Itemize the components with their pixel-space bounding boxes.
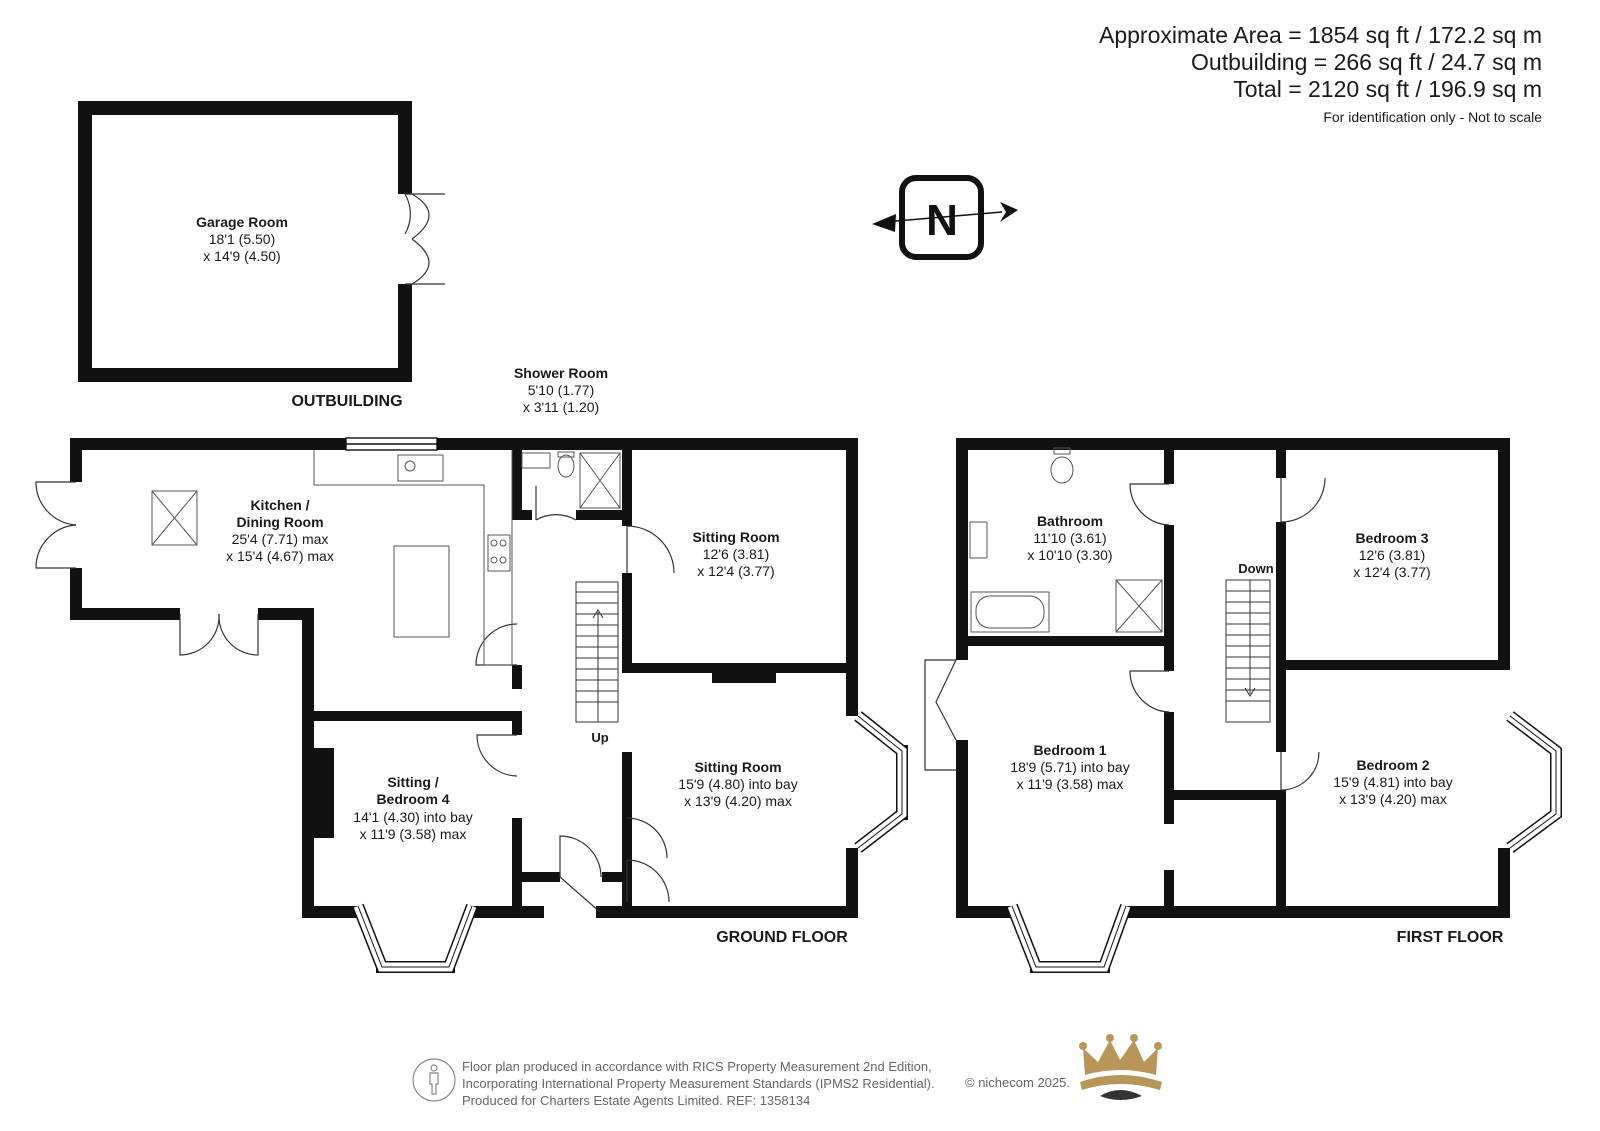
footer-text: Floor plan produced in accordance with R… [462, 1058, 935, 1109]
first-floor-label: FIRST FLOOR [1397, 929, 1504, 946]
shower-fittings [521, 451, 621, 509]
copyright-text: © nichecom 2025. [965, 1075, 1070, 1090]
north-compass-icon: N [872, 175, 1018, 260]
crown-logo [1079, 1034, 1162, 1100]
bathroom-fittings [969, 447, 1163, 633]
sitting-room-front-dim1: 12'6 (3.81) [703, 546, 770, 562]
sitting-room-bay-dim2: x 13'9 (4.20) max [684, 793, 792, 809]
total-area: Total = 2120 sq ft / 196.9 sq m [1233, 76, 1542, 102]
bedroom3-name: Bedroom 3 [1355, 530, 1428, 546]
ground-floor-walls [70, 438, 908, 973]
footer-line-1: Floor plan produced in accordance with R… [462, 1059, 932, 1074]
bedroom3-dim2: x 12'4 (3.77) [1353, 564, 1430, 580]
bedroom4-name-line1: Sitting / [387, 774, 438, 790]
first-stairs-label: Down [1238, 561, 1273, 576]
bedroom1-dim2: x 11'9 (3.58) max [1017, 776, 1124, 792]
compass-letter: N [926, 196, 958, 245]
ground-floor-doors [35, 481, 675, 913]
outbuilding-label: OUTBUILDING [291, 393, 402, 410]
shower-room-dim1: 5'10 (1.77) [528, 382, 595, 398]
area-summary: Approximate Area = 1854 sq ft / 172.2 sq… [1099, 22, 1542, 125]
approximate-area: Approximate Area = 1854 sq ft / 172.2 sq… [1098, 22, 1542, 48]
garage-room-dim1: 18'1 (5.50) [209, 231, 276, 247]
person-icon [412, 1058, 456, 1102]
kitchen-name-line2: Dining Room [236, 514, 323, 530]
bedroom1-dim1: 18'9 (5.71) into bay [1010, 759, 1129, 775]
bathroom-dim1: 11'10 (3.61) [1033, 530, 1106, 546]
kitchen-name-line1: Kitchen / [250, 497, 309, 513]
footer-line-2: Incorporating International Property Mea… [462, 1076, 935, 1091]
bathroom-name: Bathroom [1037, 513, 1103, 529]
footer-line-3: Produced for Charters Estate Agents Limi… [462, 1093, 811, 1108]
scale-note: For identification only - Not to scale [1323, 109, 1542, 125]
bedroom2-dim2: x 13'9 (4.20) max [1339, 791, 1447, 807]
sitting-room-front-dim2: x 12'4 (3.77) [697, 563, 774, 579]
outbuilding-area: Outbuilding = 266 sq ft / 24.7 sq m [1191, 49, 1542, 75]
bedroom2-name: Bedroom 2 [1356, 757, 1429, 773]
bathroom-dim2: x 10'10 (3.30) [1027, 547, 1112, 563]
sitting-room-bay-dim1: 15'9 (4.80) into bay [678, 776, 797, 792]
kitchen-fittings [151, 450, 513, 666]
kitchen-dim2: x 15'4 (4.67) max [226, 548, 334, 564]
ground-stairs [575, 581, 619, 723]
bedroom4-name-line2: Bedroom 4 [376, 791, 449, 807]
garage-room-name: Garage Room [196, 214, 288, 230]
bedroom2-dim1: 15'9 (4.81) into bay [1333, 774, 1452, 790]
garage-room-dim2: x 14'9 (4.50) [203, 248, 280, 264]
bedroom4-dim2: x 11'9 (3.58) max [360, 826, 467, 842]
sitting-room-front-name: Sitting Room [692, 529, 779, 545]
first-floor-windows [1006, 711, 1562, 973]
garage-door [404, 193, 445, 285]
bedroom3-dim1: 12'6 (3.81) [1359, 547, 1426, 563]
bedroom1-name: Bedroom 1 [1033, 742, 1106, 758]
kitchen-dim1: 25'4 (7.71) max [232, 531, 329, 547]
sitting-room-bay-name: Sitting Room [694, 759, 781, 775]
shower-room-name: Shower Room [514, 365, 608, 381]
outbuilding-plan [78, 101, 412, 382]
first-stairs [1225, 579, 1271, 723]
ground-floor-label: GROUND FLOOR [716, 929, 848, 946]
first-floor-doors [924, 477, 1326, 791]
ground-stairs-label: Up [591, 730, 608, 745]
shower-room-dim2: x 3'11 (1.20) [523, 399, 599, 415]
bedroom4-dim1: 14'1 (4.30) into bay [353, 809, 472, 825]
ground-floor-windows [345, 437, 908, 973]
